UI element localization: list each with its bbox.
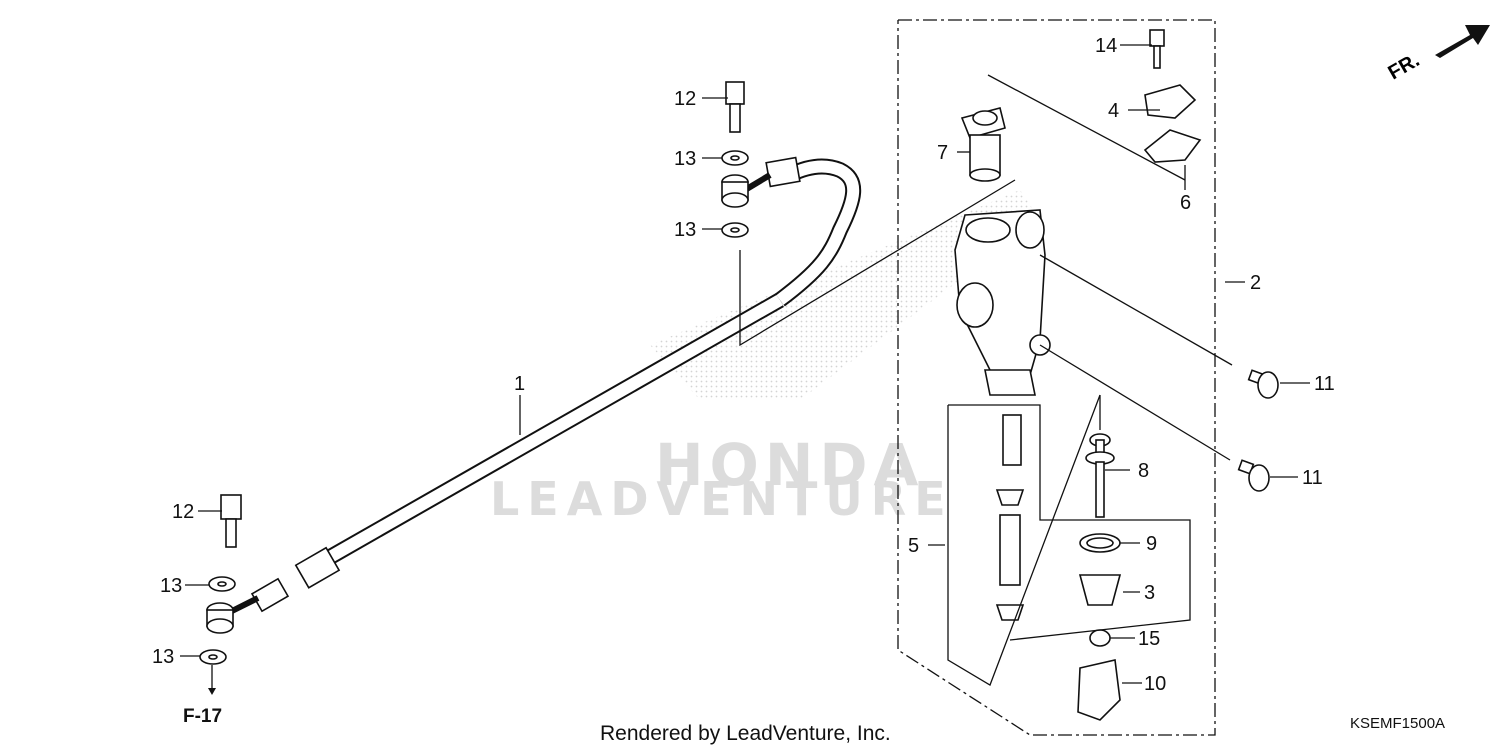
cap-screw bbox=[1149, 29, 1165, 69]
upper-banjo-bolt bbox=[725, 81, 745, 133]
piston-set bbox=[995, 414, 1025, 621]
assembly-outline bbox=[897, 19, 1216, 736]
mounting-bolt-upper bbox=[1247, 369, 1279, 399]
callout-13-b: 13 bbox=[674, 219, 696, 241]
callout-11-upper: 11 bbox=[1314, 373, 1335, 395]
lower-banjo bbox=[206, 602, 234, 634]
callout-15: 15 bbox=[1138, 628, 1160, 650]
callout-4: 4 bbox=[1108, 100, 1119, 122]
watermark: HONDA LEADVENTURE bbox=[490, 190, 1040, 526]
callout-13-a: 13 bbox=[674, 148, 696, 170]
callout-13-c: 13 bbox=[160, 575, 182, 597]
callout-7: 7 bbox=[937, 142, 948, 164]
callouts: 1 2 3 4 5 6 7 8 9 10 11 11 12 12 13 13 1… bbox=[152, 35, 1335, 695]
callout-2: 2 bbox=[1250, 272, 1261, 294]
sealing-washers bbox=[199, 150, 749, 665]
push-rod-joint bbox=[1077, 659, 1121, 721]
lower-banjo-bolt bbox=[220, 494, 242, 548]
callout-12-lower: 12 bbox=[172, 501, 194, 523]
watermark-brand: HONDA bbox=[655, 431, 924, 499]
circlip bbox=[1079, 533, 1121, 553]
hose-joint bbox=[960, 107, 1006, 182]
callout-3: 3 bbox=[1144, 582, 1155, 604]
callout-10: 10 bbox=[1144, 673, 1166, 695]
upper-banjo bbox=[721, 174, 749, 208]
callout-6: 6 bbox=[1180, 192, 1191, 214]
reservoir-cap bbox=[1144, 84, 1197, 119]
callout-1: 1 bbox=[514, 373, 525, 395]
reference-label: F-17 bbox=[183, 706, 222, 727]
master-cylinder-body bbox=[954, 209, 1051, 396]
callout-11-lower: 11 bbox=[1302, 467, 1323, 489]
boot bbox=[1078, 574, 1122, 606]
push-rod bbox=[1085, 433, 1115, 518]
callout-13-d: 13 bbox=[152, 646, 174, 668]
joint-nut bbox=[1089, 629, 1111, 647]
diagram-code: KSEMF1500A bbox=[1350, 715, 1445, 732]
mounting-bolt-lower bbox=[1237, 459, 1270, 492]
front-direction-arrow: FR. bbox=[1385, 25, 1490, 84]
callout-14: 14 bbox=[1095, 35, 1117, 57]
front-direction-label: FR. bbox=[1385, 49, 1424, 84]
callout-12-upper: 12 bbox=[674, 88, 696, 110]
callout-5: 5 bbox=[908, 535, 919, 557]
reference-arrow bbox=[208, 665, 216, 695]
brake-hose bbox=[228, 156, 862, 615]
leader-lines bbox=[180, 44, 1310, 686]
rendered-by-credit: Rendered by LeadVenture, Inc. bbox=[600, 722, 891, 745]
callout-9: 9 bbox=[1146, 533, 1157, 555]
cap-plate bbox=[1143, 129, 1202, 163]
callout-8: 8 bbox=[1138, 460, 1149, 482]
watermark-company: LEADVENTURE bbox=[490, 472, 954, 526]
